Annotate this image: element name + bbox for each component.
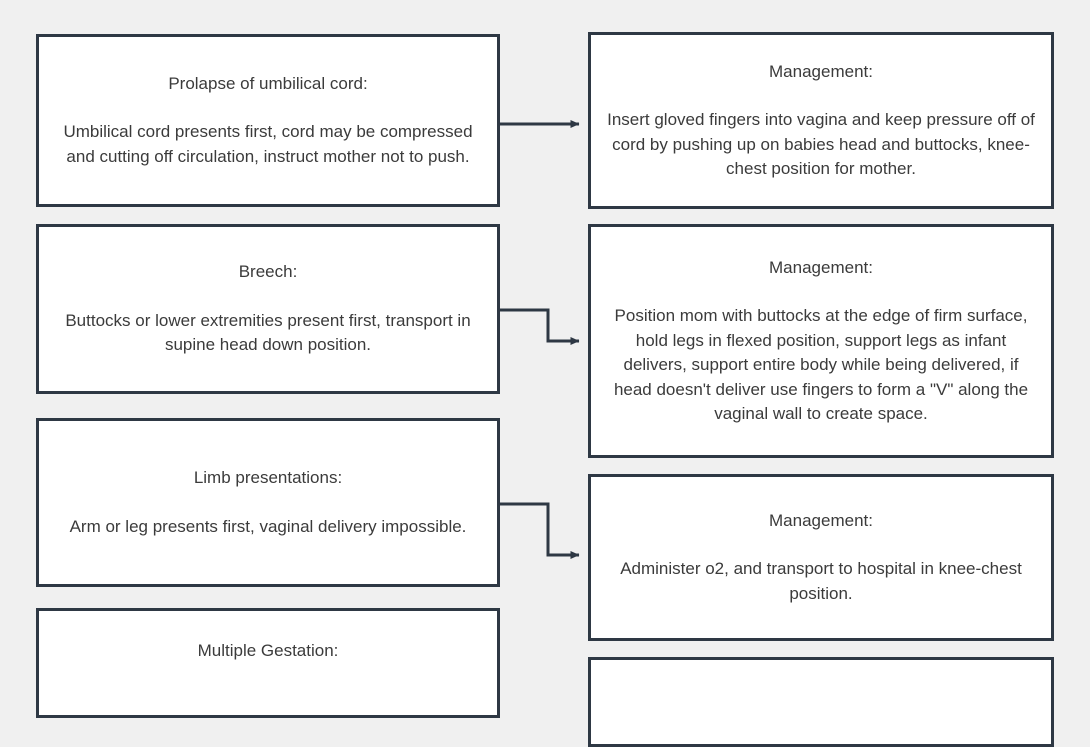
node-title: Multiple Gestation:	[197, 641, 339, 660]
node-body: Umbilical cord presents first, cord may …	[63, 122, 473, 166]
node-title: Prolapse of umbilical cord:	[168, 73, 368, 93]
node-title: Management:	[769, 510, 873, 530]
node-title: Management:	[769, 257, 873, 277]
node-title: Breech:	[238, 262, 298, 282]
node-multiple-gestation[interactable]: Multiple Gestation:	[36, 608, 500, 718]
arrow-limb-to-management	[500, 502, 580, 559]
node-body: Position mom with buttocks at the edge o…	[613, 306, 1029, 423]
node-title: Limb presentations:	[193, 468, 343, 487]
node-limb-presentations[interactable]: Limb presentations: Arm or leg presents …	[36, 418, 500, 587]
node-title: Management:	[769, 61, 873, 81]
node-management-multiple[interactable]	[588, 657, 1054, 747]
node-management-limb[interactable]: Management: Administer o2, and transport…	[588, 474, 1054, 641]
node-body: Insert gloved fingers into vagina and ke…	[607, 110, 1035, 178]
node-body: Administer o2, and transport to hospital…	[620, 559, 1022, 603]
node-management-breech[interactable]: Management: Position mom with buttocks a…	[588, 224, 1054, 458]
diagram-canvas: Prolapse of umbilical cord: Umbilical co…	[36, 32, 1054, 747]
node-body: Buttocks or lower extremities present fi…	[65, 310, 471, 355]
arrow-breech-to-management	[500, 308, 580, 345]
node-prolapse-of-umbilical-cord[interactable]: Prolapse of umbilical cord: Umbilical co…	[36, 34, 500, 207]
node-breech[interactable]: Breech: Buttocks or lower extremities pr…	[36, 224, 500, 394]
node-body: Arm or leg presents first, vaginal deliv…	[69, 516, 467, 536]
node-management-prolapse[interactable]: Management: Insert gloved fingers into v…	[588, 32, 1054, 209]
